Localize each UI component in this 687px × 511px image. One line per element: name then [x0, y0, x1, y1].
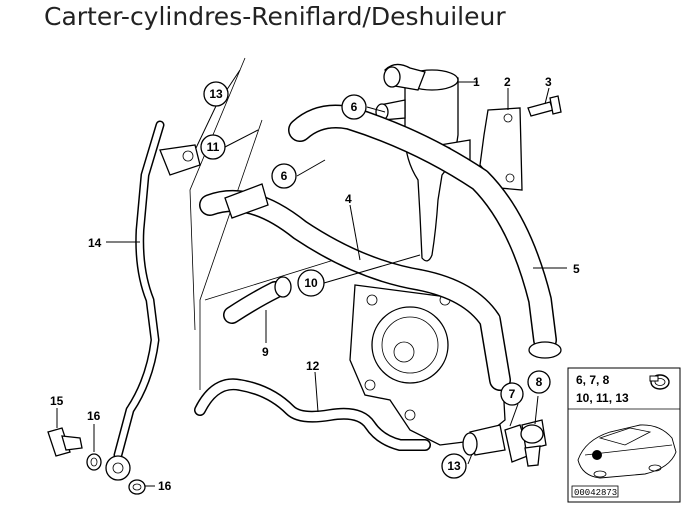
- label-4: 4: [345, 192, 352, 206]
- callout-6-upper: 6: [341, 94, 367, 120]
- inset-panel: 6, 7, 8 10, 11, 13 00042873: [567, 367, 681, 503]
- guide-lines: [189, 57, 351, 390]
- valve-fittings: [462, 419, 547, 467]
- callout-8: 8: [527, 370, 551, 394]
- callout-label: 11: [207, 140, 220, 154]
- engine-block: [349, 284, 506, 446]
- car-silhouette-icon: [577, 424, 677, 479]
- hose-clamp-icon: [649, 374, 670, 390]
- reference-code: 00042873: [574, 488, 617, 498]
- hose-main: [288, 104, 562, 359]
- hose-12: [194, 378, 431, 451]
- inset-line-2: 10, 11, 13: [576, 391, 629, 405]
- label-16-lower: 16: [158, 479, 172, 493]
- callout-label: 6: [281, 169, 288, 183]
- callout-label: 8: [536, 375, 543, 389]
- label-5: 5: [573, 262, 580, 276]
- callout-label: 13: [447, 459, 461, 473]
- label-16-upper: 16: [87, 409, 101, 423]
- callout-label: 10: [304, 276, 318, 290]
- callout-7: 7: [500, 382, 524, 406]
- callout-11: 11: [200, 134, 226, 160]
- label-12: 12: [306, 359, 320, 373]
- label-2: 2: [504, 75, 511, 89]
- label-14: 14: [88, 236, 102, 250]
- callout-10: 10: [297, 269, 325, 297]
- bolt: [527, 95, 562, 117]
- banjo-bolt: [47, 427, 83, 457]
- callout-label: 6: [351, 100, 358, 114]
- inset-line-1: 6, 7, 8: [576, 373, 610, 387]
- oil-separator: [375, 63, 459, 262]
- hose-9: [223, 276, 292, 324]
- callout-label: 7: [509, 387, 516, 401]
- label-1: 1: [473, 75, 480, 89]
- label-3: 3: [545, 75, 552, 89]
- diagram-title: Carter-cylindres-Reniflard/Deshuileur: [44, 2, 506, 31]
- leader-lines: [56, 69, 567, 487]
- return-pipe: [105, 120, 201, 481]
- label-15: 15: [50, 394, 64, 408]
- washers: [86, 453, 146, 495]
- hose-4: [199, 183, 511, 391]
- callout-label: 13: [209, 87, 223, 101]
- callout-6-lower: 6: [271, 163, 297, 189]
- callout-13-top: 13: [203, 81, 229, 107]
- location-marker-icon: [592, 450, 602, 460]
- callout-13-bottom: 13: [441, 453, 467, 479]
- label-9: 9: [262, 345, 269, 359]
